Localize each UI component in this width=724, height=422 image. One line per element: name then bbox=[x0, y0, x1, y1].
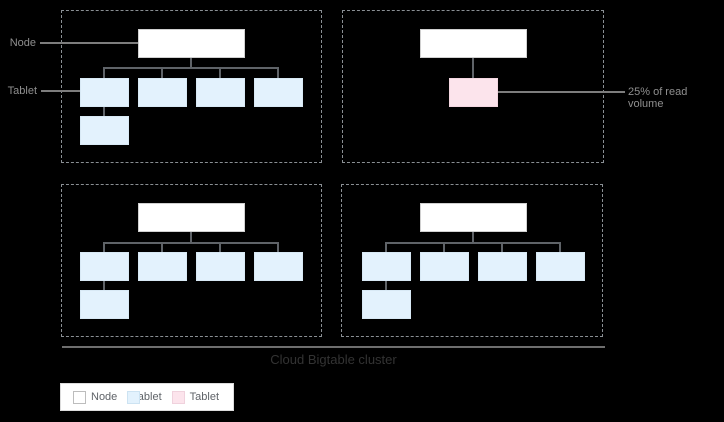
node-swatch-icon bbox=[73, 390, 86, 404]
tablet-box bbox=[254, 252, 303, 281]
connector-line bbox=[161, 242, 163, 252]
tablet-box bbox=[196, 252, 245, 281]
connector-line bbox=[385, 242, 387, 252]
tablet-box bbox=[536, 252, 585, 281]
tablet-annotation-label: Tablet bbox=[7, 85, 37, 97]
cluster-title: Cloud Bigtable cluster bbox=[270, 352, 397, 367]
hot-tablet-swatch-icon bbox=[171, 390, 185, 404]
node-zone-bottom-right bbox=[341, 184, 603, 337]
node-box bbox=[420, 29, 527, 58]
tablet-box bbox=[80, 116, 129, 145]
connector-line bbox=[443, 242, 445, 252]
node-zone-bottom-left bbox=[61, 184, 322, 337]
legend-label: Node bbox=[91, 391, 118, 403]
node-box bbox=[138, 203, 245, 232]
tablet-box bbox=[80, 252, 129, 281]
node-zone-top-right bbox=[342, 10, 604, 163]
tablet-box bbox=[138, 78, 187, 107]
connector-line bbox=[219, 242, 221, 252]
connector-line bbox=[103, 67, 105, 78]
tablet-box bbox=[80, 290, 129, 319]
legend-item-tablet: Tablet bbox=[127, 390, 162, 404]
tablet-box bbox=[80, 78, 129, 107]
read-volume-leader-line bbox=[498, 91, 625, 93]
tablet-box bbox=[478, 252, 527, 281]
node-box bbox=[420, 203, 527, 232]
connector-line bbox=[103, 281, 105, 290]
legend-item-hot-tablet: Tablet bbox=[171, 390, 220, 404]
connector-line bbox=[161, 67, 163, 78]
connector-line bbox=[103, 67, 279, 69]
node-annotation-label: Node bbox=[9, 37, 36, 49]
hot-tablet-box bbox=[449, 78, 498, 107]
connector-line bbox=[559, 242, 561, 252]
connector-line bbox=[103, 242, 279, 244]
connector-line bbox=[472, 58, 474, 78]
read-volume-annotation-label: 25% of read volume bbox=[628, 86, 688, 110]
connector-line bbox=[501, 242, 503, 252]
node-zone-top-left bbox=[61, 10, 322, 163]
tablet-box bbox=[254, 78, 303, 107]
tablet-box bbox=[420, 252, 469, 281]
connector-line bbox=[103, 242, 105, 252]
connector-line bbox=[190, 58, 192, 68]
tablet-box bbox=[138, 252, 187, 281]
connector-line bbox=[277, 67, 279, 78]
legend-label: Tablet bbox=[189, 391, 220, 403]
legend-item-node: Node bbox=[73, 390, 118, 404]
tablet-swatch-icon bbox=[127, 390, 141, 404]
tablet-annotation-leader-line bbox=[41, 90, 80, 92]
connector-line bbox=[219, 67, 221, 78]
connector-line bbox=[190, 232, 192, 243]
cluster-boundary-line bbox=[62, 346, 605, 348]
node-annotation-leader-line bbox=[40, 42, 138, 44]
tablet-box bbox=[362, 252, 411, 281]
node-box bbox=[138, 29, 245, 58]
connector-line bbox=[103, 107, 105, 116]
legend: Node Tablet Tablet bbox=[60, 383, 234, 411]
connector-line bbox=[385, 242, 561, 244]
connector-line bbox=[385, 281, 387, 290]
tablet-box bbox=[362, 290, 411, 319]
connector-line bbox=[277, 242, 279, 252]
tablet-box bbox=[196, 78, 245, 107]
connector-line bbox=[472, 232, 474, 243]
